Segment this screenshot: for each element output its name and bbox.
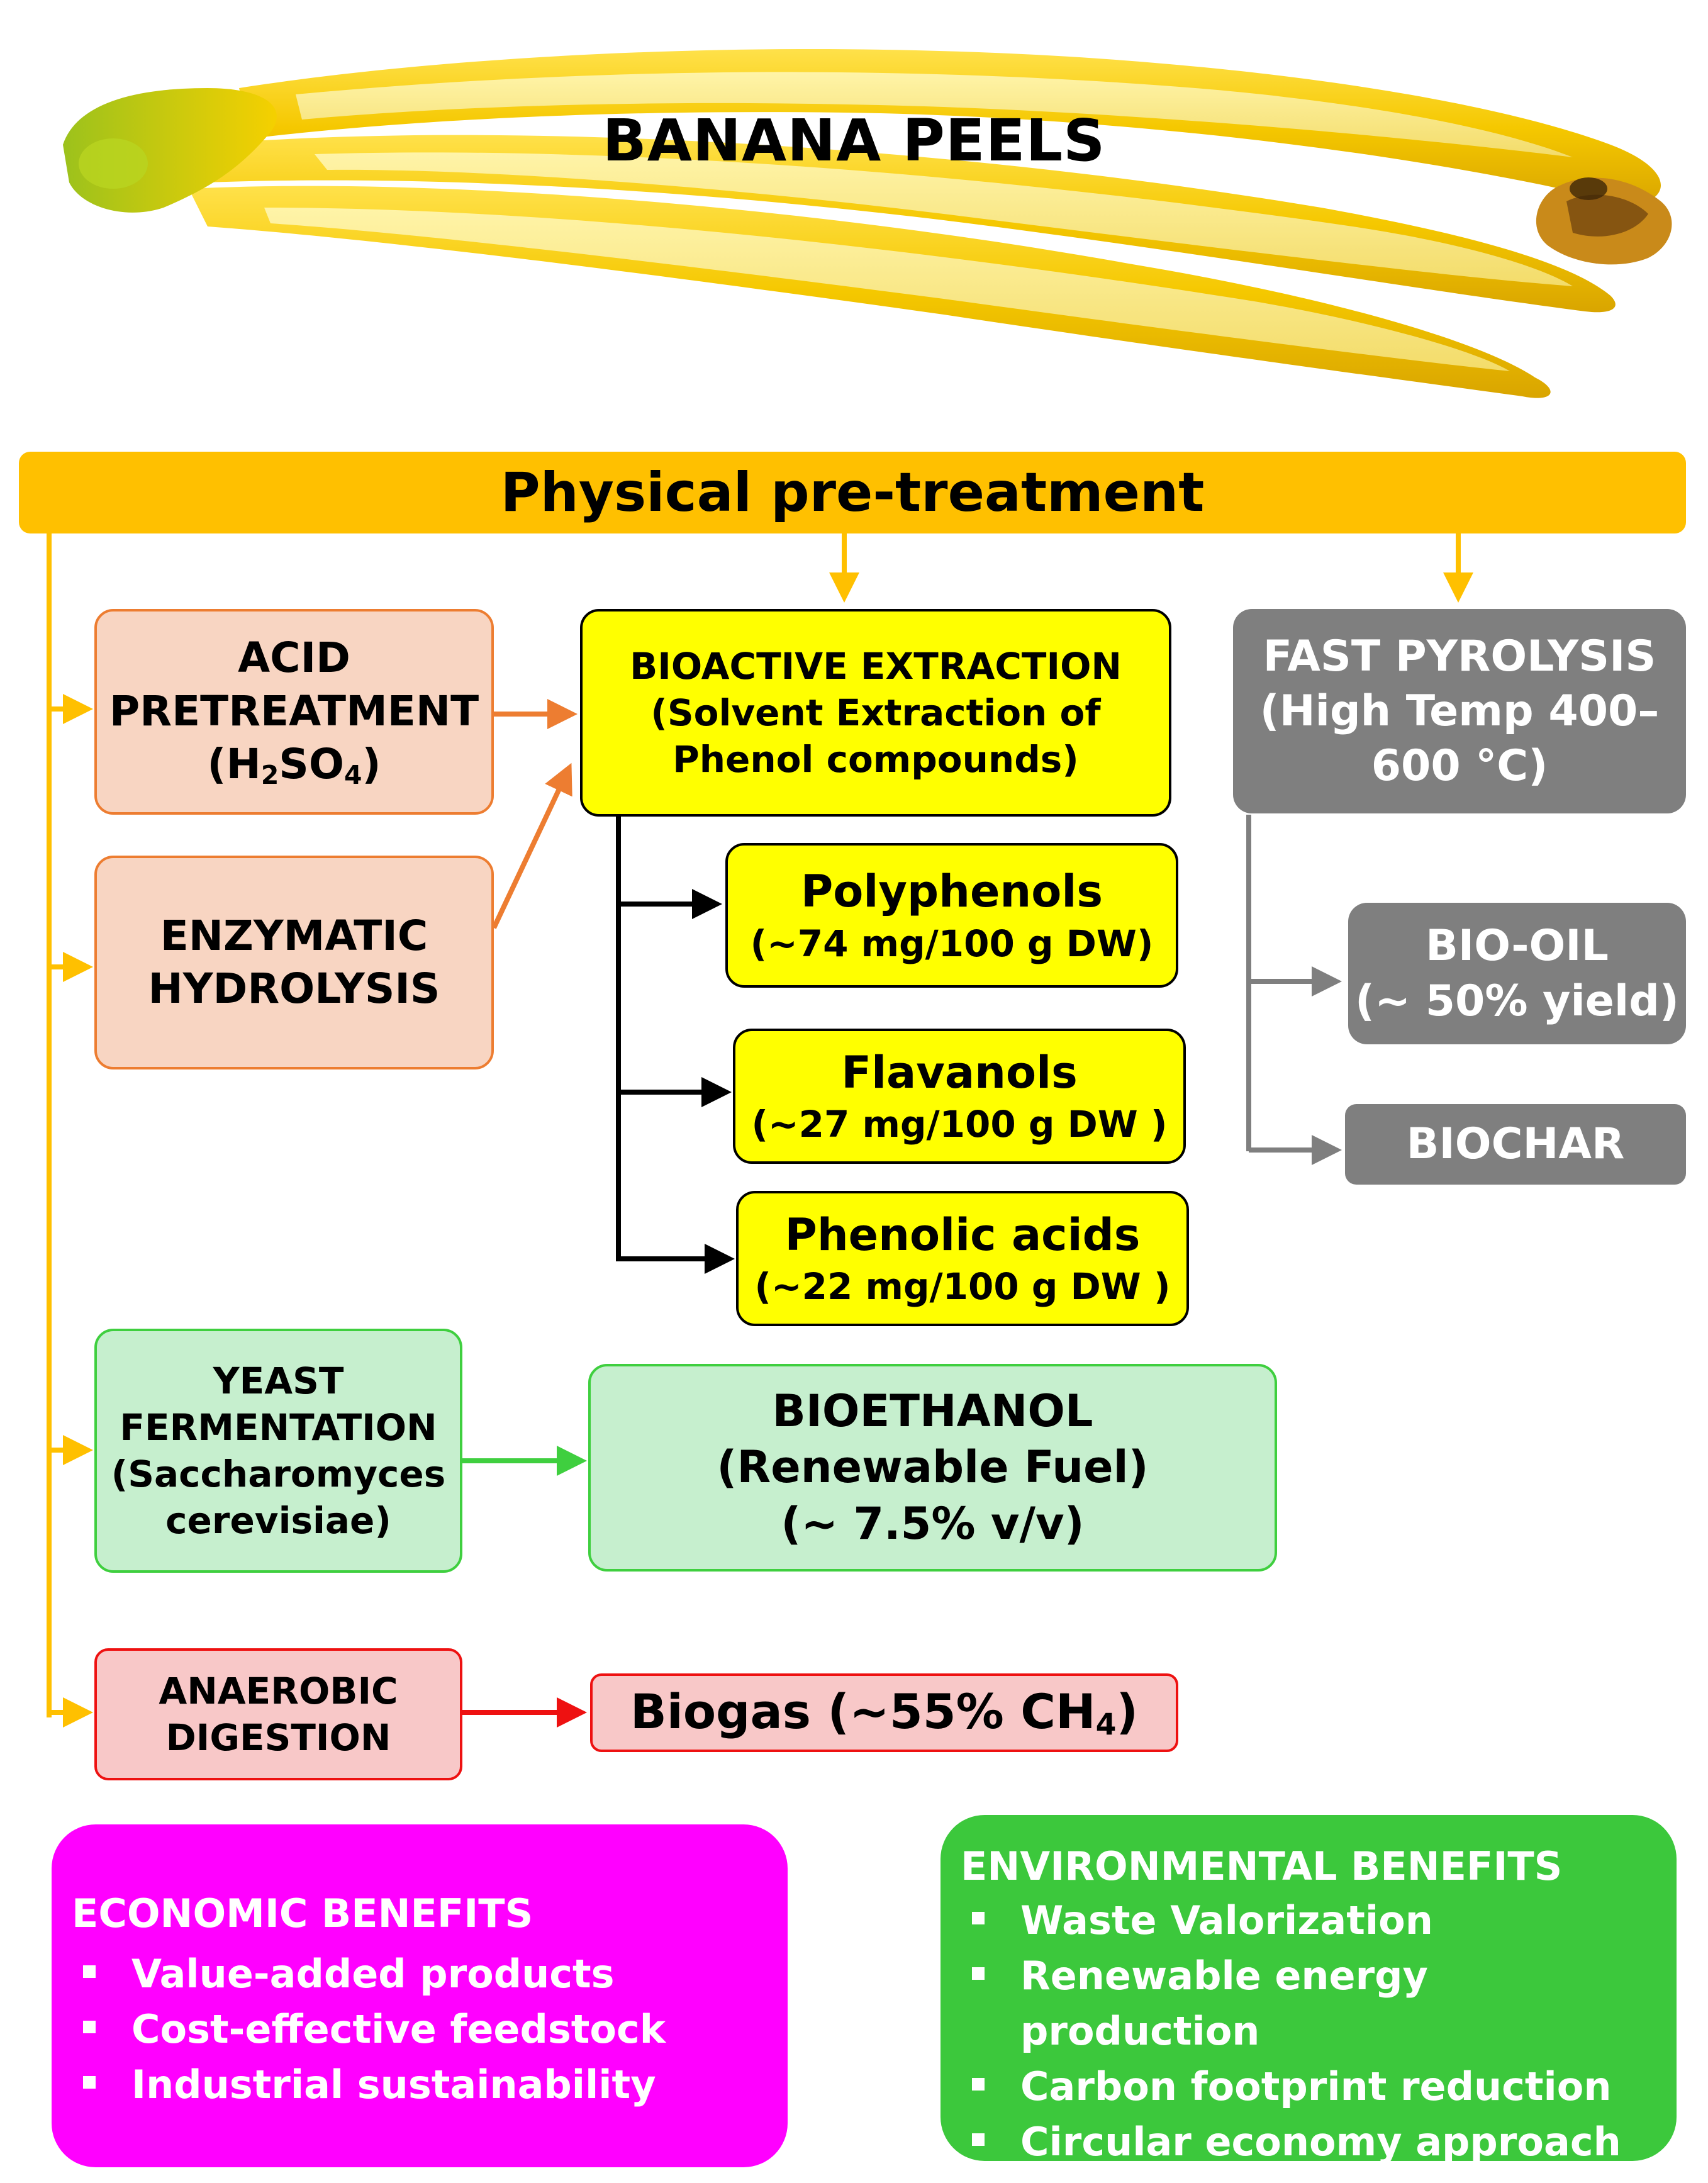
list-item: Carbon footprint reduction: [961, 2059, 1677, 2114]
polyphenols-value: (~74 mg/100 g DW): [750, 922, 1154, 965]
biochar-label: BIOCHAR: [1406, 1119, 1625, 1170]
physical-pretreatment-bar: Physical pre-treatment: [19, 452, 1686, 533]
bullet-square-icon: [83, 2021, 96, 2033]
biogas-label: Biogas (~55% CH4): [630, 1683, 1139, 1743]
pyrolysis-line3: 600 °C): [1371, 741, 1548, 791]
bullet-square-icon: [83, 2076, 96, 2089]
pyrolysis-line2: (High Temp 400–: [1259, 686, 1660, 736]
list-item: Renewable energy production: [961, 1948, 1677, 2059]
economic-benefits-heading: ECONOMIC BENEFITS: [72, 1890, 533, 1936]
bullet-square-icon: [972, 2133, 985, 2146]
fast-pyrolysis-box: FAST PYROLYSIS (High Temp 400– 600 °C): [1233, 609, 1686, 813]
banana-peel-illustration: [63, 49, 1672, 398]
yeast-fermentation-box: YEAST FERMENTATION (Saccharomyces cerevi…: [94, 1329, 462, 1573]
yeast-line1: YEAST: [213, 1359, 344, 1402]
bioactive-line2: (Solvent Extraction of: [650, 691, 1101, 734]
economic-benefits-list: Value-added products Cost-effective feed…: [72, 1946, 788, 2113]
acid-pretreatment-box: ACID PRETREATMENT (H2SO4): [94, 609, 494, 815]
list-item: Waste Valorization: [961, 1893, 1677, 1948]
diagram-title: BANANA PEELS: [602, 107, 1106, 174]
list-item: Circular economy approach: [961, 2114, 1677, 2170]
enzymatic-hydrolysis-box: ENZYMATIC HYDROLYSIS: [94, 856, 494, 1069]
biooil-line1: BIO-OIL: [1426, 921, 1609, 971]
environmental-benefits-box: ENVIRONMENTAL BENEFITS Waste Valorizatio…: [941, 1815, 1677, 2165]
list-item: Value-added products: [72, 1946, 788, 2002]
bioethanol-line1: BIOETHANOL: [772, 1385, 1093, 1437]
biogas-box: Biogas (~55% CH4): [590, 1673, 1178, 1752]
bullet-square-icon: [972, 1967, 985, 1980]
biooil-line2: (~ 50% yield): [1355, 976, 1679, 1026]
environmental-benefits-list: Waste Valorization Renewable energy prod…: [961, 1893, 1677, 2170]
bio-oil-box: BIO-OIL (~ 50% yield): [1348, 903, 1686, 1044]
enzymatic-line2: HYDROLYSIS: [148, 964, 440, 1013]
polyphenols-box: Polyphenols (~74 mg/100 g DW): [725, 843, 1178, 988]
flavanols-value: (~27 mg/100 g DW ): [751, 1103, 1168, 1146]
acid-line2: PRETREATMENT: [109, 686, 479, 735]
phenolic-acids-name: Phenolic acids: [784, 1209, 1141, 1261]
yeast-line3: (Saccharomyces: [111, 1453, 446, 1495]
acid-formula: (H2SO4): [207, 740, 381, 791]
bioethanol-line2: (Renewable Fuel): [717, 1441, 1149, 1493]
anaerobic-line2: DIGESTION: [165, 1716, 391, 1759]
phenolic-acids-box: Phenolic acids (~22 mg/100 g DW ): [736, 1191, 1189, 1326]
biochar-box: BIOCHAR: [1345, 1104, 1686, 1185]
list-item: Cost-effective feedstock: [72, 2002, 788, 2057]
yeast-line4: cerevisiae): [165, 1499, 391, 1543]
list-item: Industrial sustainability: [72, 2057, 788, 2113]
pyrolysis-line1: FAST PYROLYSIS: [1263, 631, 1656, 681]
anaerobic-line1: ANAEROBIC: [159, 1669, 398, 1712]
bioactive-extraction-box: BIOACTIVE EXTRACTION (Solvent Extraction…: [580, 609, 1171, 817]
enzymatic-line1: ENZYMATIC: [160, 911, 428, 960]
arrow-enzymatic-to-bioactive: [491, 762, 572, 929]
bioethanol-box: BIOETHANOL (Renewable Fuel) (~ 7.5% v/v): [588, 1364, 1277, 1572]
bullet-square-icon: [83, 1965, 96, 1978]
yeast-line2: FERMENTATION: [120, 1405, 437, 1449]
bioethanol-line3: (~ 7.5% v/v): [781, 1497, 1085, 1549]
economic-benefits-box: ECONOMIC BENEFITS Value-added products C…: [52, 1824, 788, 2167]
bullet-square-icon: [972, 2078, 985, 2091]
bioactive-line3: Phenol compounds): [673, 738, 1079, 781]
flavanols-box: Flavanols (~27 mg/100 g DW ): [733, 1029, 1186, 1164]
polyphenols-name: Polyphenols: [800, 866, 1103, 918]
bioactive-line1: BIOACTIVE EXTRACTION: [630, 644, 1122, 688]
acid-line1: ACID: [238, 634, 350, 683]
phenolic-acids-value: (~22 mg/100 g DW ): [754, 1265, 1171, 1309]
flavanols-name: Flavanols: [841, 1046, 1078, 1098]
environmental-benefits-heading: ENVIRONMENTAL BENEFITS: [961, 1843, 1563, 1889]
bullet-square-icon: [972, 1912, 985, 1924]
anaerobic-digestion-box: ANAEROBIC DIGESTION: [94, 1648, 462, 1780]
physical-pretreatment-label: Physical pre-treatment: [500, 461, 1205, 524]
